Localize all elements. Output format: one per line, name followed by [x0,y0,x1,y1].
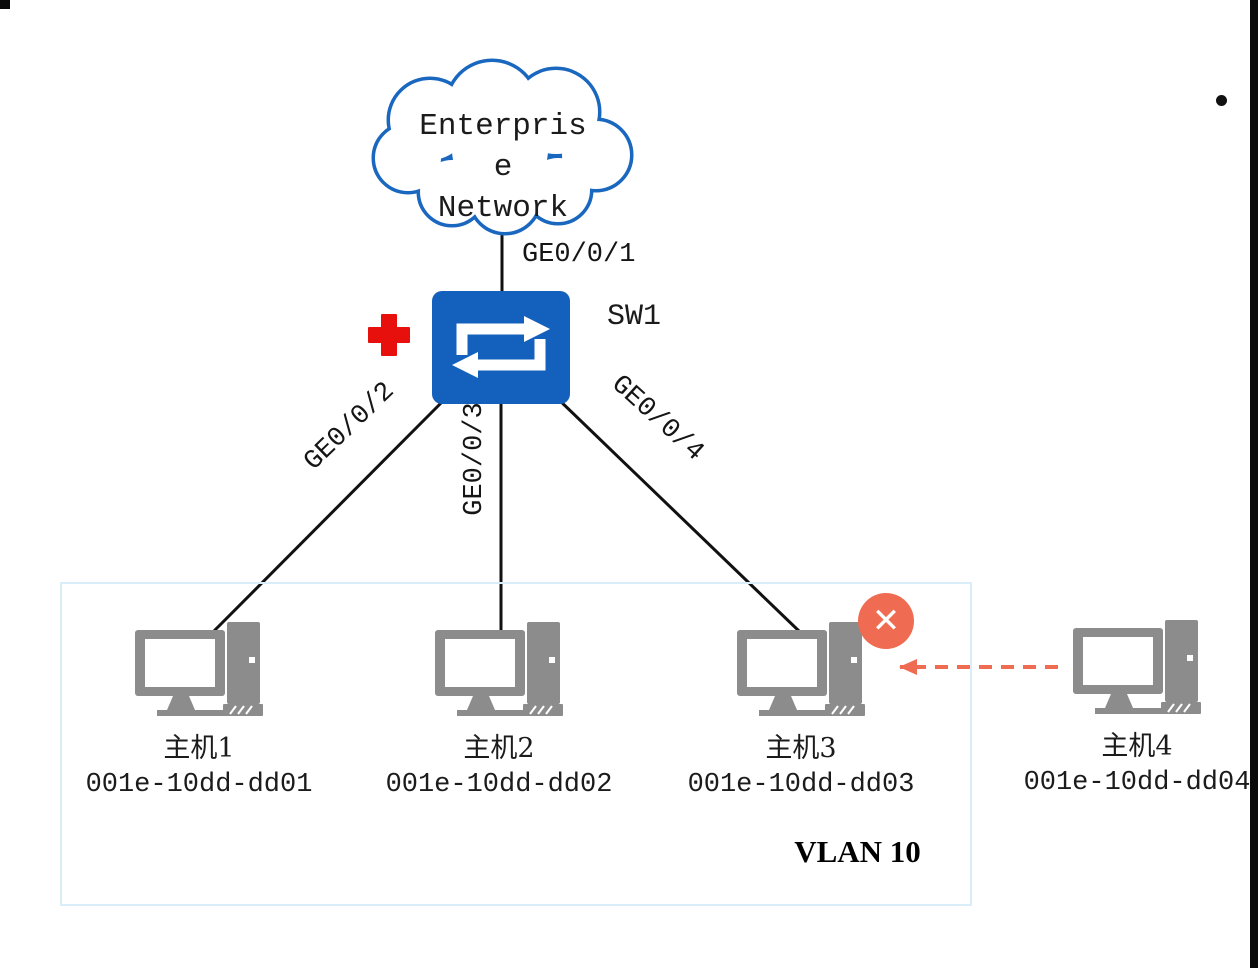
screen-right-edge-artifact [1250,0,1258,968]
host-4-name: 主机4 [1101,731,1173,762]
host-1-name: 主机1 [163,733,235,764]
vlan10-label: VLAN 10 [794,834,921,869]
host-3: 主机3 001e-10dd-dd03 [666,620,936,800]
blocked-x-icon: ✕ [858,593,914,649]
host-1-mac: 001e-10dd-dd01 [85,770,313,800]
vlan10-boundary-box [60,582,972,906]
cloud-icon [371,58,634,236]
port-label-ge0-0-3: GE0/0/3 [460,402,490,516]
host-2: 主机2 001e-10dd-dd02 [364,620,634,800]
cloud-label: Enterpris e Network [419,109,587,226]
switch-icon [432,291,570,404]
error-plus-icon [366,312,412,358]
bullet-dot [1216,95,1227,106]
pc-icon [433,620,573,720]
host-2-name: 主机2 [463,733,535,764]
screen-corner-artifact [0,0,10,9]
host-3-name: 主机3 [765,733,837,764]
port-label-ge0-0-1: GE0/0/1 [522,240,636,270]
host-2-mac: 001e-10dd-dd02 [385,770,613,800]
switch-arrows-icon [452,316,550,378]
host-4: 主机4 001e-10dd-dd04 [1002,618,1258,798]
link-sw1-host1 [211,394,450,634]
host-1: 主机1 001e-10dd-dd01 [64,620,334,800]
switch-name-label: SW1 [607,300,662,334]
link-sw1-host3 [553,394,802,634]
pc-icon [1071,618,1211,718]
host-3-mac: 001e-10dd-dd03 [687,770,915,800]
host-4-mac: 001e-10dd-dd04 [1023,768,1251,798]
pc-icon [133,620,273,720]
pc-icon [735,620,875,720]
